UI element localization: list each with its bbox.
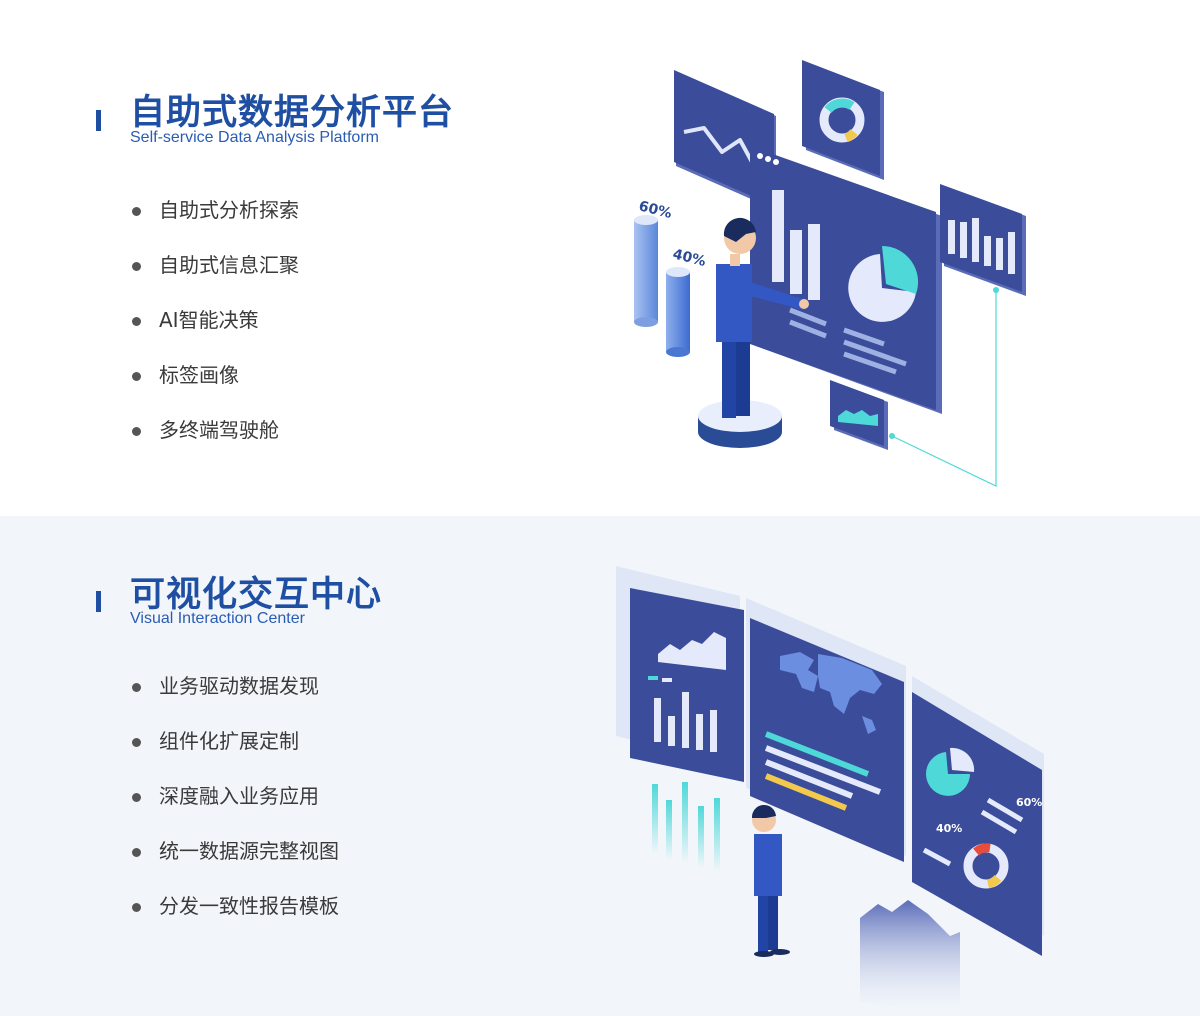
pie-chart-icon xyxy=(848,254,916,322)
list-item: 自助式分析探索 xyxy=(130,200,299,255)
area-chart-icon xyxy=(860,900,960,1006)
list-item: 标签画像 xyxy=(130,365,299,420)
feature-list: 自助式分析探索 自助式信息汇聚 AI智能决策 标签画像 多终端驾驶舱 xyxy=(130,200,299,475)
label-40: 40% xyxy=(936,822,962,835)
list-item: 深度融入业务应用 xyxy=(130,786,339,841)
label-60: 60% xyxy=(637,198,673,222)
world-map-icon xyxy=(750,618,904,862)
visual-center-illustration: 60% 40% xyxy=(616,566,1044,1006)
list-item: 业务驱动数据发现 xyxy=(130,676,339,731)
analytics-illustration: 60% 40% xyxy=(634,60,1026,487)
list-item: 分发一致性报告模板 xyxy=(130,896,339,951)
glow-bars xyxy=(652,782,720,872)
analyst-person xyxy=(698,217,809,448)
section-self-service: 自助式数据分析平台 Self-service Data Analysis Pla… xyxy=(96,60,1026,487)
list-item: 自助式信息汇聚 xyxy=(130,255,299,310)
dashboard-screen xyxy=(750,146,942,414)
list-item: 组件化扩展定制 xyxy=(130,731,339,786)
list-item: 统一数据源完整视图 xyxy=(130,841,339,896)
list-item: 多终端驾驶舱 xyxy=(130,420,299,475)
area-chart-icon xyxy=(830,380,888,450)
donut-chart-icon xyxy=(802,60,884,180)
label-60: 60% xyxy=(1016,796,1042,809)
bar-chart-icon xyxy=(940,184,1026,296)
cylinder-chart: 60% 40% xyxy=(634,198,707,357)
viewer-person xyxy=(751,804,790,957)
title-accent-bar xyxy=(96,110,101,131)
section-subtitle: Self-service Data Analysis Platform xyxy=(130,129,379,146)
section-title: 自助式数据分析平台 xyxy=(130,93,455,133)
list-item: AI智能决策 xyxy=(130,310,299,365)
section-visual-interaction: 可视化交互中心 Visual Interaction Center 业务驱动数据… xyxy=(0,516,1200,1016)
label-40: 40% xyxy=(671,246,707,270)
section-title: 可视化交互中心 xyxy=(130,575,383,615)
pie-chart-icon xyxy=(926,752,970,796)
donut-chart-icon: 60% 40% xyxy=(912,692,1042,956)
section-subtitle: Visual Interaction Center xyxy=(130,610,305,627)
title-accent-bar xyxy=(96,591,101,612)
feature-list: 业务驱动数据发现 组件化扩展定制 深度融入业务应用 统一数据源完整视图 分发一致… xyxy=(130,676,339,951)
bar-chart-icon xyxy=(630,588,744,782)
